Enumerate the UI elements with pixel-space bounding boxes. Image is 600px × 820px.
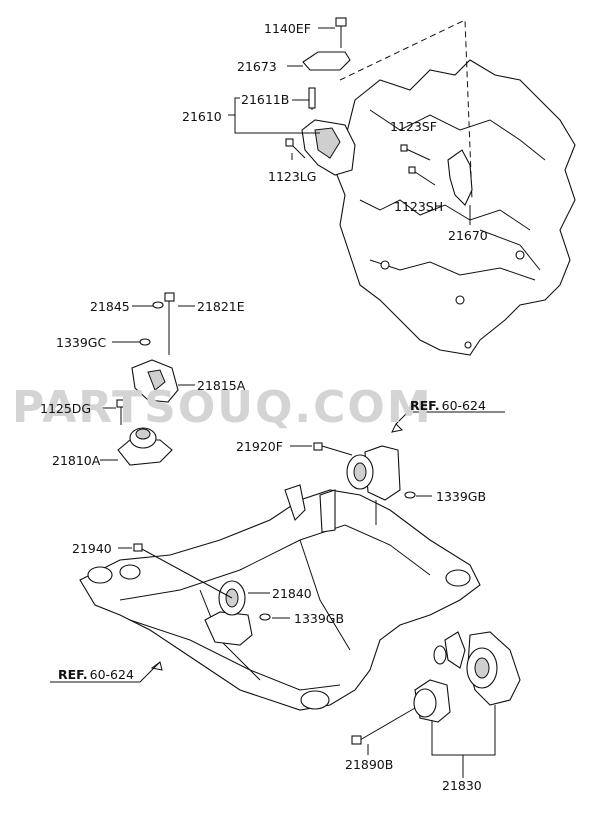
label-21611B: 21611B xyxy=(241,92,289,107)
label-1140EF: 1140EF xyxy=(264,21,311,36)
ref-top: REF.60-624 xyxy=(410,398,486,413)
label-1339GB-lower: 1339GB xyxy=(294,611,344,626)
label-21821E: 21821E xyxy=(197,299,245,314)
label-1125DG: 1125DG xyxy=(40,401,91,416)
label-21890B: 21890B xyxy=(345,757,393,772)
engine-mount-bracket-21610 xyxy=(285,17,356,176)
label-1339GB-upper: 1339GB xyxy=(436,489,486,504)
label-21810A: 21810A xyxy=(52,453,101,468)
ref-bottom-prefix: REF. xyxy=(58,667,88,682)
label-21610: 21610 xyxy=(182,109,222,124)
label-21670: 21670 xyxy=(448,228,488,243)
ref-bottom: REF.60-624 xyxy=(58,667,134,682)
ref-bottom-code: 60-624 xyxy=(90,667,134,682)
label-1339GC: 1339GC xyxy=(56,335,106,350)
ref-top-prefix: REF. xyxy=(410,398,440,413)
label-21940: 21940 xyxy=(72,541,112,556)
label-21845: 21845 xyxy=(90,299,130,314)
label-21920F: 21920F xyxy=(236,439,283,454)
label-21830: 21830 xyxy=(442,778,482,793)
rear-mount-bracket-21830 xyxy=(351,631,521,745)
front-subframe-crossmember xyxy=(79,484,481,711)
ref-top-code: 60-624 xyxy=(442,398,486,413)
rear-roll-mount-upper xyxy=(313,442,416,525)
watermark: PARTSOUQ.COM xyxy=(12,382,433,433)
label-21673: 21673 xyxy=(237,59,277,74)
label-21840: 21840 xyxy=(272,586,312,601)
label-1123LG: 1123LG xyxy=(268,169,316,184)
center-mount-21840 xyxy=(133,543,271,646)
label-1123SF: 1123SF xyxy=(390,119,437,134)
engine-bracket-21670 xyxy=(400,144,473,206)
label-21815A: 21815A xyxy=(197,378,246,393)
engine-block-outline xyxy=(334,59,576,356)
transmission-mount-21810A xyxy=(116,292,179,466)
label-1123SH: 1123SH xyxy=(394,199,443,214)
